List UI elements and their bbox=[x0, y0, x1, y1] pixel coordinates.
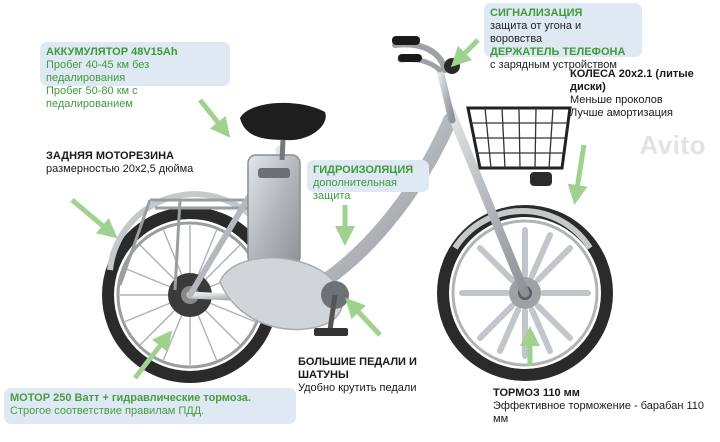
rear-rack bbox=[118, 198, 255, 291]
pedals-title: БОЛЬШИЕ ПЕДАЛИ И ШАТУНЫ bbox=[298, 356, 417, 381]
avito-watermark: Avito bbox=[639, 130, 706, 160]
phone-holder-title: ДЕРЖАТЕЛЬ ТЕЛЕФОНА bbox=[490, 46, 626, 58]
wheels-callout: КОЛЕСА 20x2.1 (литые диски) Меньше проко… bbox=[570, 68, 718, 120]
alarm-callout: СИГНАЛИЗАЦИЯ защита от угона и воровства… bbox=[484, 3, 642, 71]
motor-title: МОТОР 250 Ватт + гидравлические тормоза. bbox=[10, 392, 251, 404]
callout-arrows bbox=[70, 38, 588, 380]
rear-tire-callout: ЗАДНЯЯ МОТОРЕЗИНА размерностью 20x2,5 дю… bbox=[46, 150, 216, 176]
rear-tire-text: размерностью 20x2,5 дюйма bbox=[46, 163, 194, 175]
pedals-callout: БОЛЬШИЕ ПЕДАЛИ И ШАТУНЫ Удобно крутить п… bbox=[298, 356, 468, 395]
brake-text: Эффективное торможение - барабан 110 мм bbox=[493, 400, 704, 425]
wheels-line1: Меньше проколов bbox=[570, 94, 663, 106]
alarm-title: СИГНАЛИЗАЦИЯ bbox=[490, 7, 583, 19]
handlebar-grip bbox=[392, 36, 420, 45]
battery-callout: АККУМУЛЯТОР 48V15Ah Пробег 40-45 км без … bbox=[40, 42, 230, 110]
headlight bbox=[530, 172, 552, 186]
display-unit bbox=[444, 58, 460, 74]
seat bbox=[240, 102, 326, 141]
pedal bbox=[314, 328, 348, 336]
battery-range-no-pedal: Пробег 40-45 км без педалирования bbox=[46, 59, 150, 84]
waterproof-title: ГИДРОИЗОЛЯЦИЯ bbox=[313, 164, 414, 176]
battery-title: АККУМУЛЯТОР 48V15Ah bbox=[46, 46, 178, 58]
phone-holder-text: с зарядным устройством bbox=[490, 59, 617, 71]
rear-tire-title: ЗАДНЯЯ МОТОРЕЗИНА bbox=[46, 150, 174, 162]
wheels-line2: Лучше амортизация bbox=[570, 107, 673, 119]
wheels-title: КОЛЕСА 20x2.1 (литые диски) bbox=[570, 68, 694, 93]
motor-text: Строгое соответствие правилам ПДД. bbox=[10, 405, 205, 417]
waterproof-text: дополнительная защита bbox=[313, 177, 397, 202]
waterproof-callout: ГИДРОИЗОЛЯЦИЯ дополнительная защита bbox=[307, 160, 429, 202]
alarm-text: защита от угона и воровства bbox=[490, 20, 582, 45]
brake-callout: ТОРМОЗ 110 мм Эффективное торможение - б… bbox=[493, 387, 718, 426]
pedals-text: Удобно крутить педали bbox=[298, 382, 417, 394]
battery-range-pedal: Пробег 50-80 км с педалированием bbox=[46, 85, 138, 110]
brake-title: ТОРМОЗ 110 мм bbox=[493, 387, 580, 399]
motor-callout: МОТОР 250 Ватт + гидравлические тормоза.… bbox=[4, 388, 296, 424]
front-basket bbox=[466, 106, 572, 170]
